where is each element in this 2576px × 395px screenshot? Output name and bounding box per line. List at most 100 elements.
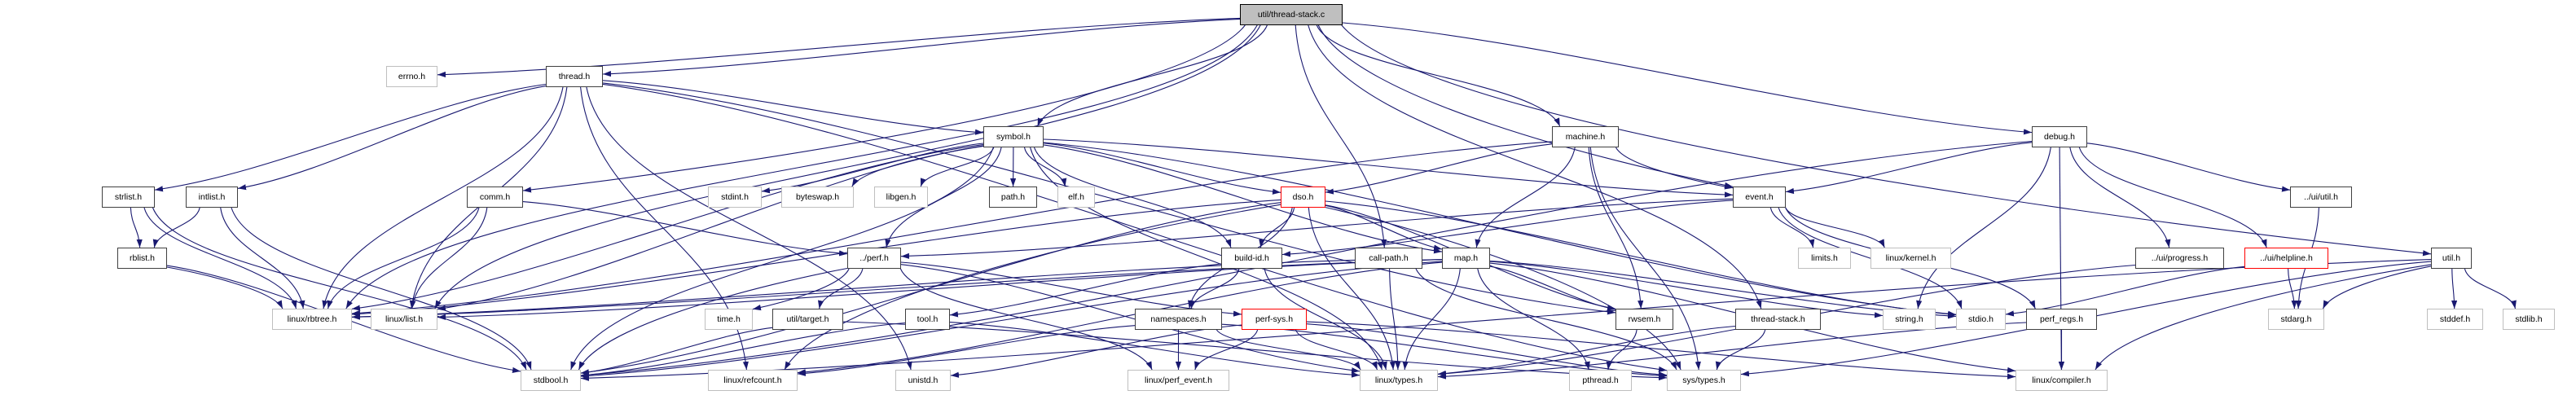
node-label: libgen.h <box>886 192 917 202</box>
edge-symbol-h-to-build-id-h <box>1033 147 1232 248</box>
node-label: ../ui/util.h <box>2303 192 2339 202</box>
node-label: stddef.h <box>2439 314 2471 324</box>
node-label: elf.h <box>1068 192 1084 202</box>
edge-ui-helpline-h-to-stdarg-h <box>2288 268 2297 309</box>
edge-machine-h-to-rwsem-h <box>1588 147 1644 309</box>
node-label: dso.h <box>1292 192 1314 202</box>
node-strlist-h[interactable]: strlist.h <box>102 187 155 208</box>
edge-symbol-h-to-elf-h <box>1023 147 1067 187</box>
edge-perf-sys-h-to-sys-types-h <box>1306 323 1668 378</box>
edge-util-h-to-linux-compiler-h <box>2095 264 2432 371</box>
node-label: linux/kernel.h <box>1885 253 1936 263</box>
edge-rwsem-h-to-pthread-h <box>1606 329 1637 371</box>
node-label: linux/compiler.h <box>2032 375 2091 385</box>
edge-symbol-h-to-stdbool-h <box>570 147 994 371</box>
edge-util-thread-stack-c-to-linux-rbtree-h <box>345 24 1258 309</box>
node-label: rblist.h <box>130 253 155 263</box>
node-label: time.h <box>717 314 741 324</box>
node-ui-progress-h[interactable]: ../ui/progress.h <box>2135 248 2224 269</box>
edge-call-path-h-to-linux-types-h <box>1389 268 1401 371</box>
edge-symbol-h-to-linux-types-h <box>1030 147 1383 371</box>
edge-machine-h-to-event-h <box>1615 147 1734 190</box>
edge-call-path-h-to-linux-rbtree-h <box>351 259 1356 320</box>
edge-symbol-h-to-stdint-h <box>761 143 984 194</box>
node-label: tool.h <box>917 314 939 324</box>
node-map-h[interactable]: map.h <box>1442 248 1490 269</box>
edge-thread-h-to-linux-rbtree-h <box>322 86 564 309</box>
node-label: debug.h <box>2044 132 2075 142</box>
node-pthread-h: pthread.h <box>1569 370 1632 391</box>
node-label: rwsem.h <box>1628 314 1661 324</box>
node-label: perf-sys.h <box>1255 314 1294 324</box>
node-intlist-h[interactable]: intlist.h <box>186 187 238 208</box>
node-rwsem-h[interactable]: rwsem.h <box>1615 309 1673 330</box>
node-root-util-thread-stack-c: util/thread-stack.c <box>1240 4 1343 25</box>
edge-event-h-to-perf-h <box>900 198 1734 259</box>
node-event-h[interactable]: event.h <box>1733 187 1786 208</box>
node-thread-stack-h[interactable]: thread-stack.h <box>1735 309 1821 330</box>
node-label: stdio.h <box>1968 314 1994 324</box>
edge-symbol-h-to-linux-list-h <box>437 145 984 311</box>
edge-util-h-to-stdarg-h <box>2322 266 2432 309</box>
node-perf-sys-h[interactable]: perf-sys.h <box>1242 309 1307 330</box>
node-dso-h[interactable]: dso.h <box>1281 187 1325 208</box>
edge-perf-sys-h-to-linux-compiler-h <box>1306 321 2016 380</box>
node-machine-h[interactable]: machine.h <box>1552 126 1619 147</box>
edge-event-h-to-linux-kernel-h <box>1785 207 1885 248</box>
node-label: linux/perf_event.h <box>1145 375 1212 385</box>
edge-map-h-to-linux-types-h <box>1402 268 1461 371</box>
node-linux-list-h: linux/list.h <box>371 309 437 330</box>
node-label: path.h <box>1000 192 1026 202</box>
edge-perf-h-to-linux-perf-event-h <box>899 268 1153 371</box>
edge-map-h-to-linux-list-h <box>437 259 1443 320</box>
node-util-target-h[interactable]: util/target.h <box>772 309 843 330</box>
node-symbol-h[interactable]: symbol.h <box>983 126 1044 147</box>
node-call-path-h[interactable]: call-path.h <box>1355 248 1422 269</box>
edge-comm-h-to-linux-list-h <box>410 207 488 309</box>
edge-perf-sys-h-to-linux-types-h <box>1295 329 1378 371</box>
edge-util-thread-stack-c-to-call-path-h <box>1295 24 1387 248</box>
edge-symbol-h-to-perf-h <box>885 147 1002 248</box>
edge-build-id-h-to-linux-types-h <box>1264 268 1387 371</box>
node-rblist-h[interactable]: rblist.h <box>117 248 167 269</box>
node-linux-kernel-h: linux/kernel.h <box>1870 248 1951 269</box>
node-label: pthread.h <box>1582 375 1619 385</box>
edge-util-h-to-stddef-h <box>2451 268 2458 309</box>
edge-thread-h-to-symbol-h <box>602 80 984 135</box>
edge-debug-h-to-event-h <box>1785 142 2033 195</box>
edge-rblist-h-to-linux-rbtree-h <box>166 266 284 309</box>
node-ui-helpline-h[interactable]: ../ui/helpline.h <box>2244 248 2328 269</box>
edge-event-h-to-limits-h <box>1769 207 1815 248</box>
node-label: map.h <box>1453 253 1479 263</box>
edge-intlist-h-to-rblist-h <box>152 207 200 248</box>
edge-perf-regs-h-to-linux-types-h <box>1437 322 2027 380</box>
edge-symbol-h-to-event-h <box>1043 138 1734 198</box>
node-path-h[interactable]: path.h <box>989 187 1037 208</box>
node-perf-h[interactable]: ../perf.h <box>847 248 901 269</box>
node-stdbool-h: stdbool.h <box>521 370 581 391</box>
node-stdio-h: stdio.h <box>1956 309 2006 330</box>
edge-symbol-h-to-dso-h <box>1043 143 1281 195</box>
node-thread-h[interactable]: thread.h <box>546 66 603 87</box>
node-ui-util-h[interactable]: ../ui/util.h <box>2290 187 2352 208</box>
edge-perf-h-to-linux-types-h <box>900 264 1361 374</box>
node-perf-regs-h[interactable]: perf_regs.h <box>2026 309 2097 330</box>
node-label: build-id.h <box>1234 253 1269 263</box>
node-namespaces-h[interactable]: namespaces.h <box>1135 309 1222 330</box>
node-comm-h[interactable]: comm.h <box>467 187 523 208</box>
node-label: event.h <box>1745 192 1774 202</box>
edge-thread-h-to-unistd-h <box>586 86 912 371</box>
node-label: unistd.h <box>908 375 939 385</box>
edge-util-h-to-stdbool-h <box>580 259 2432 381</box>
node-util-h[interactable]: util.h <box>2431 248 2472 269</box>
edge-thread-h-to-rwsem-h <box>602 82 1616 315</box>
node-unistd-h: unistd.h <box>895 370 951 391</box>
edge-map-h-to-pthread-h <box>1477 268 1590 371</box>
node-tool-h[interactable]: tool.h <box>905 309 950 330</box>
node-debug-h[interactable]: debug.h <box>2032 126 2087 147</box>
edge-tool-h-to-linux-types-h <box>949 322 1361 378</box>
node-build-id-h[interactable]: build-id.h <box>1221 248 1282 269</box>
node-label: intlist.h <box>198 192 226 202</box>
edge-debug-h-to-ui-progress-h <box>2069 147 2171 248</box>
edge-thread-h-to-strlist-h <box>154 83 547 192</box>
